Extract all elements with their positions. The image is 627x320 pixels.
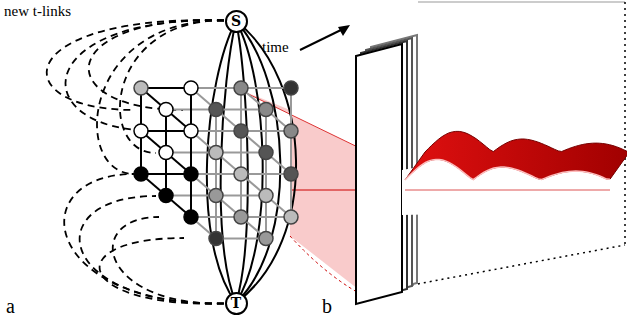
pixel-node: [259, 232, 273, 246]
pixel-node: [209, 189, 223, 203]
terminal-letter: S: [231, 14, 241, 28]
pixel-node: [184, 210, 198, 224]
pixel-node: [159, 146, 173, 160]
pixel-node: [184, 81, 198, 95]
pixel-node: [209, 103, 223, 117]
pixel-node: [284, 81, 298, 95]
new-t-link: [97, 20, 236, 174]
axis-label: time: [262, 40, 289, 55]
box-edge: [624, 2, 626, 245]
pixel-node: [209, 146, 223, 160]
t-link: [207, 21, 236, 303]
pixel-node: [259, 103, 273, 117]
pixel-node: [209, 232, 223, 246]
pixel-node: [234, 167, 248, 181]
new-t-link: [89, 20, 236, 110]
box-edge: [412, 245, 625, 285]
pixel-node: [184, 167, 198, 181]
pixel-node: [284, 124, 298, 138]
pixel-node: [259, 146, 273, 160]
panel-letter: b: [322, 296, 332, 316]
panel-letter: a: [6, 296, 15, 316]
box-edge: [418, 1, 625, 3]
pixel-node: [234, 210, 248, 224]
time-arrow: [300, 28, 345, 50]
slice-line: [405, 190, 610, 191]
pixel-node: [159, 103, 173, 117]
new-t-link: [64, 174, 236, 303]
pixel-node: [134, 81, 148, 95]
terminal-node: T: [225, 292, 248, 315]
t-link: [236, 21, 248, 303]
pixel-node: [284, 210, 298, 224]
t-link: [236, 21, 263, 303]
t-link: [236, 21, 296, 303]
new-t-link: [80, 196, 236, 303]
slice-profile: [405, 159, 610, 180]
pixel-node: [134, 124, 148, 138]
terminal-letter: T: [231, 296, 241, 310]
annotation: new t-links: [4, 4, 71, 19]
pixel-node: [259, 189, 273, 203]
intensity-surface: [405, 131, 627, 180]
pixel-node: [159, 189, 173, 203]
pixel-node: [284, 167, 298, 181]
terminal-node: S: [225, 10, 248, 33]
pixel-node: [184, 124, 198, 138]
new-t-link: [113, 217, 236, 304]
arrow-head: [338, 25, 350, 36]
pixel-node: [234, 81, 248, 95]
new-t-link: [120, 20, 236, 153]
pixel-node: [134, 167, 148, 181]
new-t-link: [100, 238, 236, 304]
pixel-node: [234, 124, 248, 138]
